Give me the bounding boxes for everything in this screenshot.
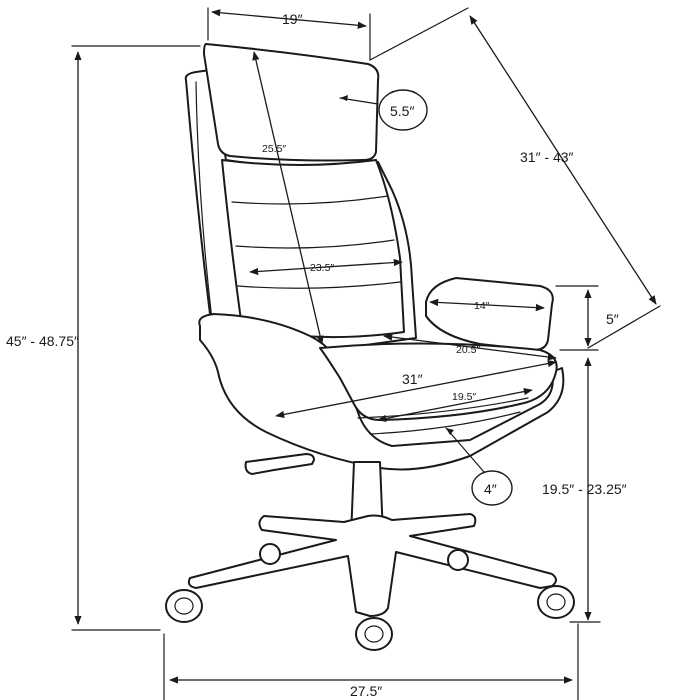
star-base	[187, 513, 557, 617]
base-width-label: 27.5″	[350, 683, 382, 699]
dimension-lines	[71, 7, 661, 700]
headrest-width-label: 19″	[282, 11, 303, 27]
caster-left	[165, 589, 203, 623]
armrest-right	[425, 277, 554, 351]
backrest-height-label: 25.5″	[262, 143, 286, 155]
seat-depth-label: 19.5″	[452, 391, 476, 403]
seat-diagonal-label: 31″	[402, 371, 423, 387]
dimension-labels: 19″ 5.5″ 25.5″ 31″ - 43″ 23.5″ 45″ - 48.…	[6, 11, 627, 699]
armrest-height-label: 5″	[606, 311, 619, 327]
chair-illustration	[165, 43, 575, 651]
tilt-lever	[244, 453, 315, 475]
caster-back-right	[447, 549, 469, 571]
caster-right	[537, 585, 575, 619]
backrest-panel	[221, 159, 405, 339]
seat-thickness-label: 4″	[484, 481, 497, 497]
backrest-width-label: 23.5″	[310, 262, 334, 274]
overall-depth-label: 31″ - 43″	[520, 149, 574, 165]
headrest-height-label: 5.5″	[390, 103, 414, 119]
headrest	[203, 43, 380, 162]
caster-back-left	[259, 543, 281, 565]
armrest-length-label: 14″	[474, 300, 490, 312]
seat-height-label: 19.5″ - 23.25″	[542, 481, 627, 497]
overall-height-label: 45″ - 48.75″	[6, 333, 79, 349]
caster-front	[355, 617, 393, 651]
seat-width-label: 20.5″	[456, 344, 480, 356]
